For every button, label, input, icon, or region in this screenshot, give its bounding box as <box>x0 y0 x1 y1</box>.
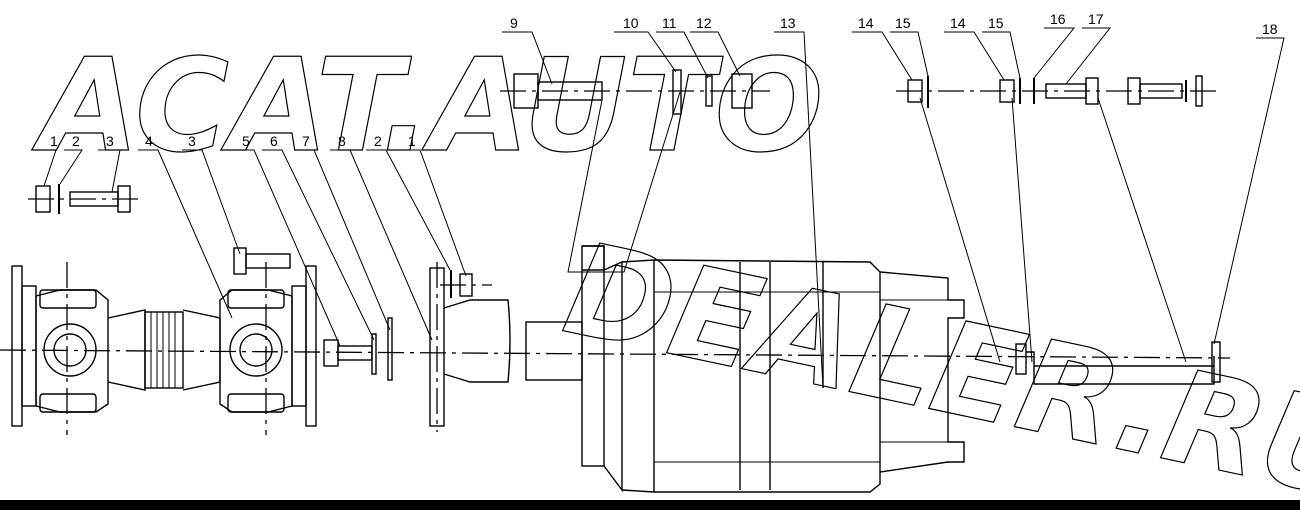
callout-10: 10 <box>623 15 639 31</box>
callout-5: 5 <box>242 133 250 149</box>
callout-6: 6 <box>270 133 278 149</box>
callout-4: 4 <box>145 133 153 149</box>
leader-bolt-9 <box>567 91 681 273</box>
callout-3a: 3 <box>106 133 114 149</box>
callout-14b: 14 <box>950 15 966 31</box>
callout-12: 12 <box>696 15 712 31</box>
leader-right-a <box>919 97 1001 363</box>
callout-16: 16 <box>1050 11 1066 27</box>
callout-14a: 14 <box>858 15 874 31</box>
bolt-9-group <box>500 69 770 115</box>
callout-15a: 15 <box>895 15 911 31</box>
callout-15b: 15 <box>988 15 1004 31</box>
universal-joint-shaft <box>11 262 317 435</box>
watermark-line-1: ACAT.AUTO <box>31 32 823 181</box>
callout-18: 18 <box>1262 21 1278 37</box>
nut-washer-right <box>440 270 492 298</box>
callout-17: 17 <box>1088 11 1104 27</box>
callout-9: 9 <box>510 15 518 31</box>
callout-1b: 1 <box>408 133 416 149</box>
callout-3b: 3 <box>188 133 196 149</box>
bracket-arm <box>1015 341 1221 385</box>
callout-13: 13 <box>780 15 796 31</box>
shaft-center-line <box>0 349 1231 359</box>
callout-1a: 1 <box>50 133 58 149</box>
leader-right-b <box>1011 97 1033 363</box>
callout-11: 11 <box>662 15 677 31</box>
callouts: 1 2 3 4 3 5 6 7 8 2 1 9 10 11 12 13 14 1… <box>40 11 1285 389</box>
flange-coupling-8 <box>429 262 511 432</box>
bolt-3-upper <box>233 247 291 275</box>
nut-washer-bolt-left <box>28 184 140 214</box>
bottom-black-band <box>0 500 1300 510</box>
callout-2a: 2 <box>72 133 80 149</box>
watermark: ACAT.AUTO DEALER.RU <box>30 31 1300 510</box>
leader-right-c <box>1097 97 1187 363</box>
bolt-5 <box>323 333 377 375</box>
callout-7: 7 <box>302 133 310 149</box>
nut-14-washer-15-a <box>907 76 929 108</box>
callout-2b: 2 <box>374 133 382 149</box>
washer-6 <box>387 317 393 381</box>
pump-body-13 <box>525 245 965 493</box>
callout-8: 8 <box>338 133 346 149</box>
